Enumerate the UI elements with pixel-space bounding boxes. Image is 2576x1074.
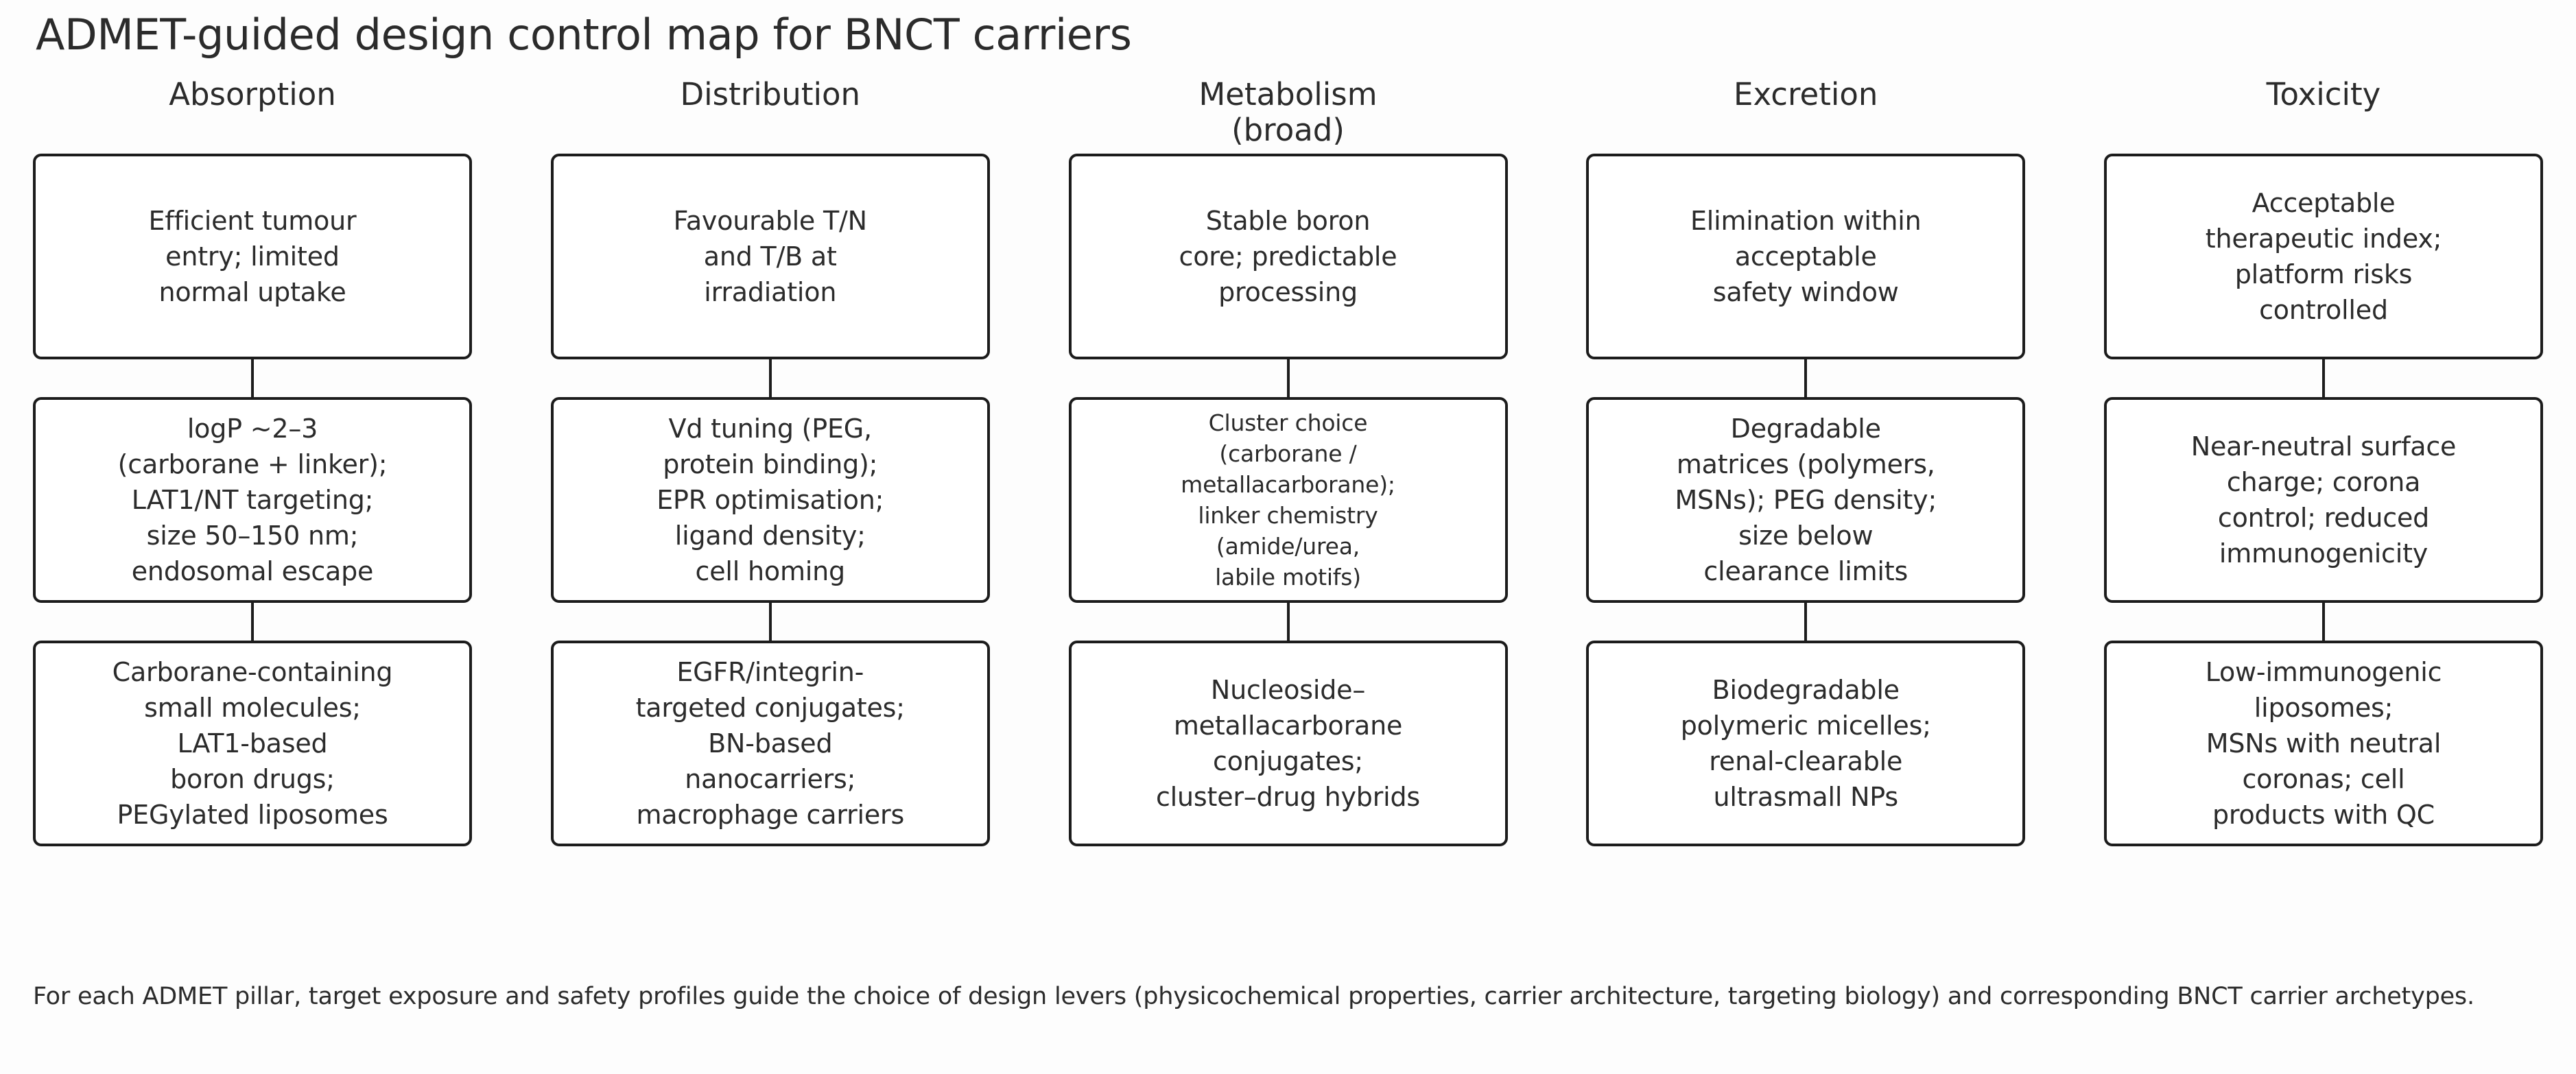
node-absorption-levers[interactable]: logP ~2–3 (carborane + linker); LAT1/NT … — [33, 397, 472, 603]
column-header-line-1: Distribution — [680, 76, 861, 112]
connector-line — [1286, 359, 1290, 397]
figure-caption: For each ADMET pillar, target exposure a… — [33, 983, 2474, 1010]
node-metabolism-levers[interactable]: Cluster choice (carborane / metallacarbo… — [1068, 397, 1508, 603]
node-excretion-archetypes[interactable]: Biodegradable polymeric micelles; renal-… — [1586, 641, 2026, 846]
column-header-absorption: Absorption — [169, 74, 336, 154]
connector-line — [251, 359, 254, 397]
node-text: Degradable matrices (polymers, MSNs); PE… — [1675, 414, 1937, 586]
connector-line — [251, 603, 254, 641]
column-header-line-1: Absorption — [169, 76, 336, 112]
node-metabolism-archetypes[interactable]: Nucleoside– metallacarborane conjugates;… — [1068, 641, 1508, 846]
node-stack-toxicity: Acceptable therapeutic index; platform r… — [2104, 154, 2543, 846]
connector-line — [1804, 359, 1808, 397]
node-text: Nucleoside– metallacarborane conjugates;… — [1155, 675, 1421, 812]
admet-column-grid: Absorption Efficient tumour entry; limit… — [30, 74, 2546, 846]
node-text: Biodegradable polymeric micelles; renal-… — [1680, 675, 1931, 812]
admet-column-toxicity: Toxicity Acceptable therapeutic index; p… — [2104, 74, 2543, 846]
node-text: Near-neutral surface charge; corona cont… — [2190, 431, 2457, 569]
connector-line — [2322, 603, 2325, 641]
node-stack-metabolism: Stable boron core; predictable processin… — [1068, 154, 1508, 846]
admet-column-excretion: Excretion Elimination within acceptable … — [1586, 74, 2026, 846]
node-text: Acceptable therapeutic index; platform r… — [2205, 188, 2442, 325]
column-header-distribution: Distribution — [680, 74, 860, 154]
node-text: Vd tuning (PEG, protein binding); EPR op… — [657, 414, 884, 586]
node-stack-excretion: Elimination within acceptable safety win… — [1586, 154, 2026, 846]
node-stack-distribution: Favourable T/N and T/B at irradiation Vd… — [550, 154, 990, 846]
node-excretion-levers[interactable]: Degradable matrices (polymers, MSNs); PE… — [1586, 397, 2026, 603]
node-text: Cluster choice (carborane / metallacarbo… — [1181, 409, 1395, 590]
node-text: Low-immunogenic liposomes; MSNs with neu… — [2205, 657, 2442, 830]
node-metabolism-target[interactable]: Stable boron core; predictable processin… — [1068, 154, 1508, 359]
column-header-toxicity: Toxicity — [2267, 74, 2381, 154]
column-header-line-1: Toxicity — [2266, 76, 2381, 112]
admet-column-metabolism: Metabolism (broad) Stable boron core; pr… — [1068, 74, 1508, 846]
node-text: Efficient tumour entry; limited normal u… — [148, 206, 357, 307]
connector-line — [768, 603, 772, 641]
column-header-excretion: Excretion — [1734, 74, 1878, 154]
node-text: Elimination within acceptable safety win… — [1690, 206, 1922, 307]
node-toxicity-target[interactable]: Acceptable therapeutic index; platform r… — [2104, 154, 2543, 359]
connector-line — [1804, 603, 1808, 641]
column-header-metabolism: Metabolism (broad) — [1198, 74, 1377, 154]
node-stack-absorption: Efficient tumour entry; limited normal u… — [33, 154, 472, 846]
node-text: Stable boron core; predictable processin… — [1179, 206, 1397, 307]
connector-line — [2322, 359, 2325, 397]
node-text: Carborane-containing small molecules; LA… — [112, 657, 393, 830]
node-absorption-archetypes[interactable]: Carborane-containing small molecules; LA… — [33, 641, 472, 846]
node-distribution-archetypes[interactable]: EGFR/integrin- targeted conjugates; BN-b… — [550, 641, 990, 846]
connector-line — [768, 359, 772, 397]
admet-column-distribution: Distribution Favourable T/N and T/B at i… — [550, 74, 990, 846]
column-header-line-1: Metabolism — [1198, 76, 1378, 112]
column-header-line-1: Excretion — [1734, 76, 1878, 112]
page-title: ADMET-guided design control map for BNCT… — [36, 10, 1132, 60]
column-header-line-2: (broad) — [1231, 112, 1345, 148]
admet-column-absorption: Absorption Efficient tumour entry; limit… — [33, 74, 472, 846]
node-excretion-target[interactable]: Elimination within acceptable safety win… — [1586, 154, 2026, 359]
node-text: Favourable T/N and T/B at irradiation — [673, 206, 867, 307]
node-text: logP ~2–3 (carborane + linker); LAT1/NT … — [117, 414, 388, 586]
node-distribution-target[interactable]: Favourable T/N and T/B at irradiation — [550, 154, 990, 359]
node-absorption-target[interactable]: Efficient tumour entry; limited normal u… — [33, 154, 472, 359]
node-toxicity-levers[interactable]: Near-neutral surface charge; corona cont… — [2104, 397, 2543, 603]
node-distribution-levers[interactable]: Vd tuning (PEG, protein binding); EPR op… — [550, 397, 990, 603]
connector-line — [1286, 603, 1290, 641]
node-text: EGFR/integrin- targeted conjugates; BN-b… — [635, 657, 905, 830]
node-toxicity-archetypes[interactable]: Low-immunogenic liposomes; MSNs with neu… — [2104, 641, 2543, 846]
